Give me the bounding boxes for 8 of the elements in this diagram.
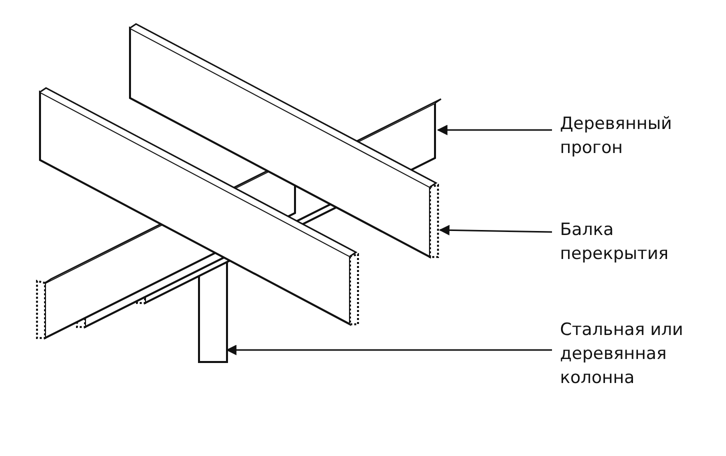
leader-arrow [226, 344, 552, 356]
callout-label: Балка перекрытия [560, 218, 680, 266]
leader-arrow [436, 124, 552, 136]
callout-label: Стальная или деревянная колонна [560, 318, 710, 390]
column [198, 261, 228, 363]
leader-arrow [438, 224, 552, 236]
callout-label: Деревянный прогон [560, 112, 690, 160]
floor-beam [129, 23, 439, 259]
